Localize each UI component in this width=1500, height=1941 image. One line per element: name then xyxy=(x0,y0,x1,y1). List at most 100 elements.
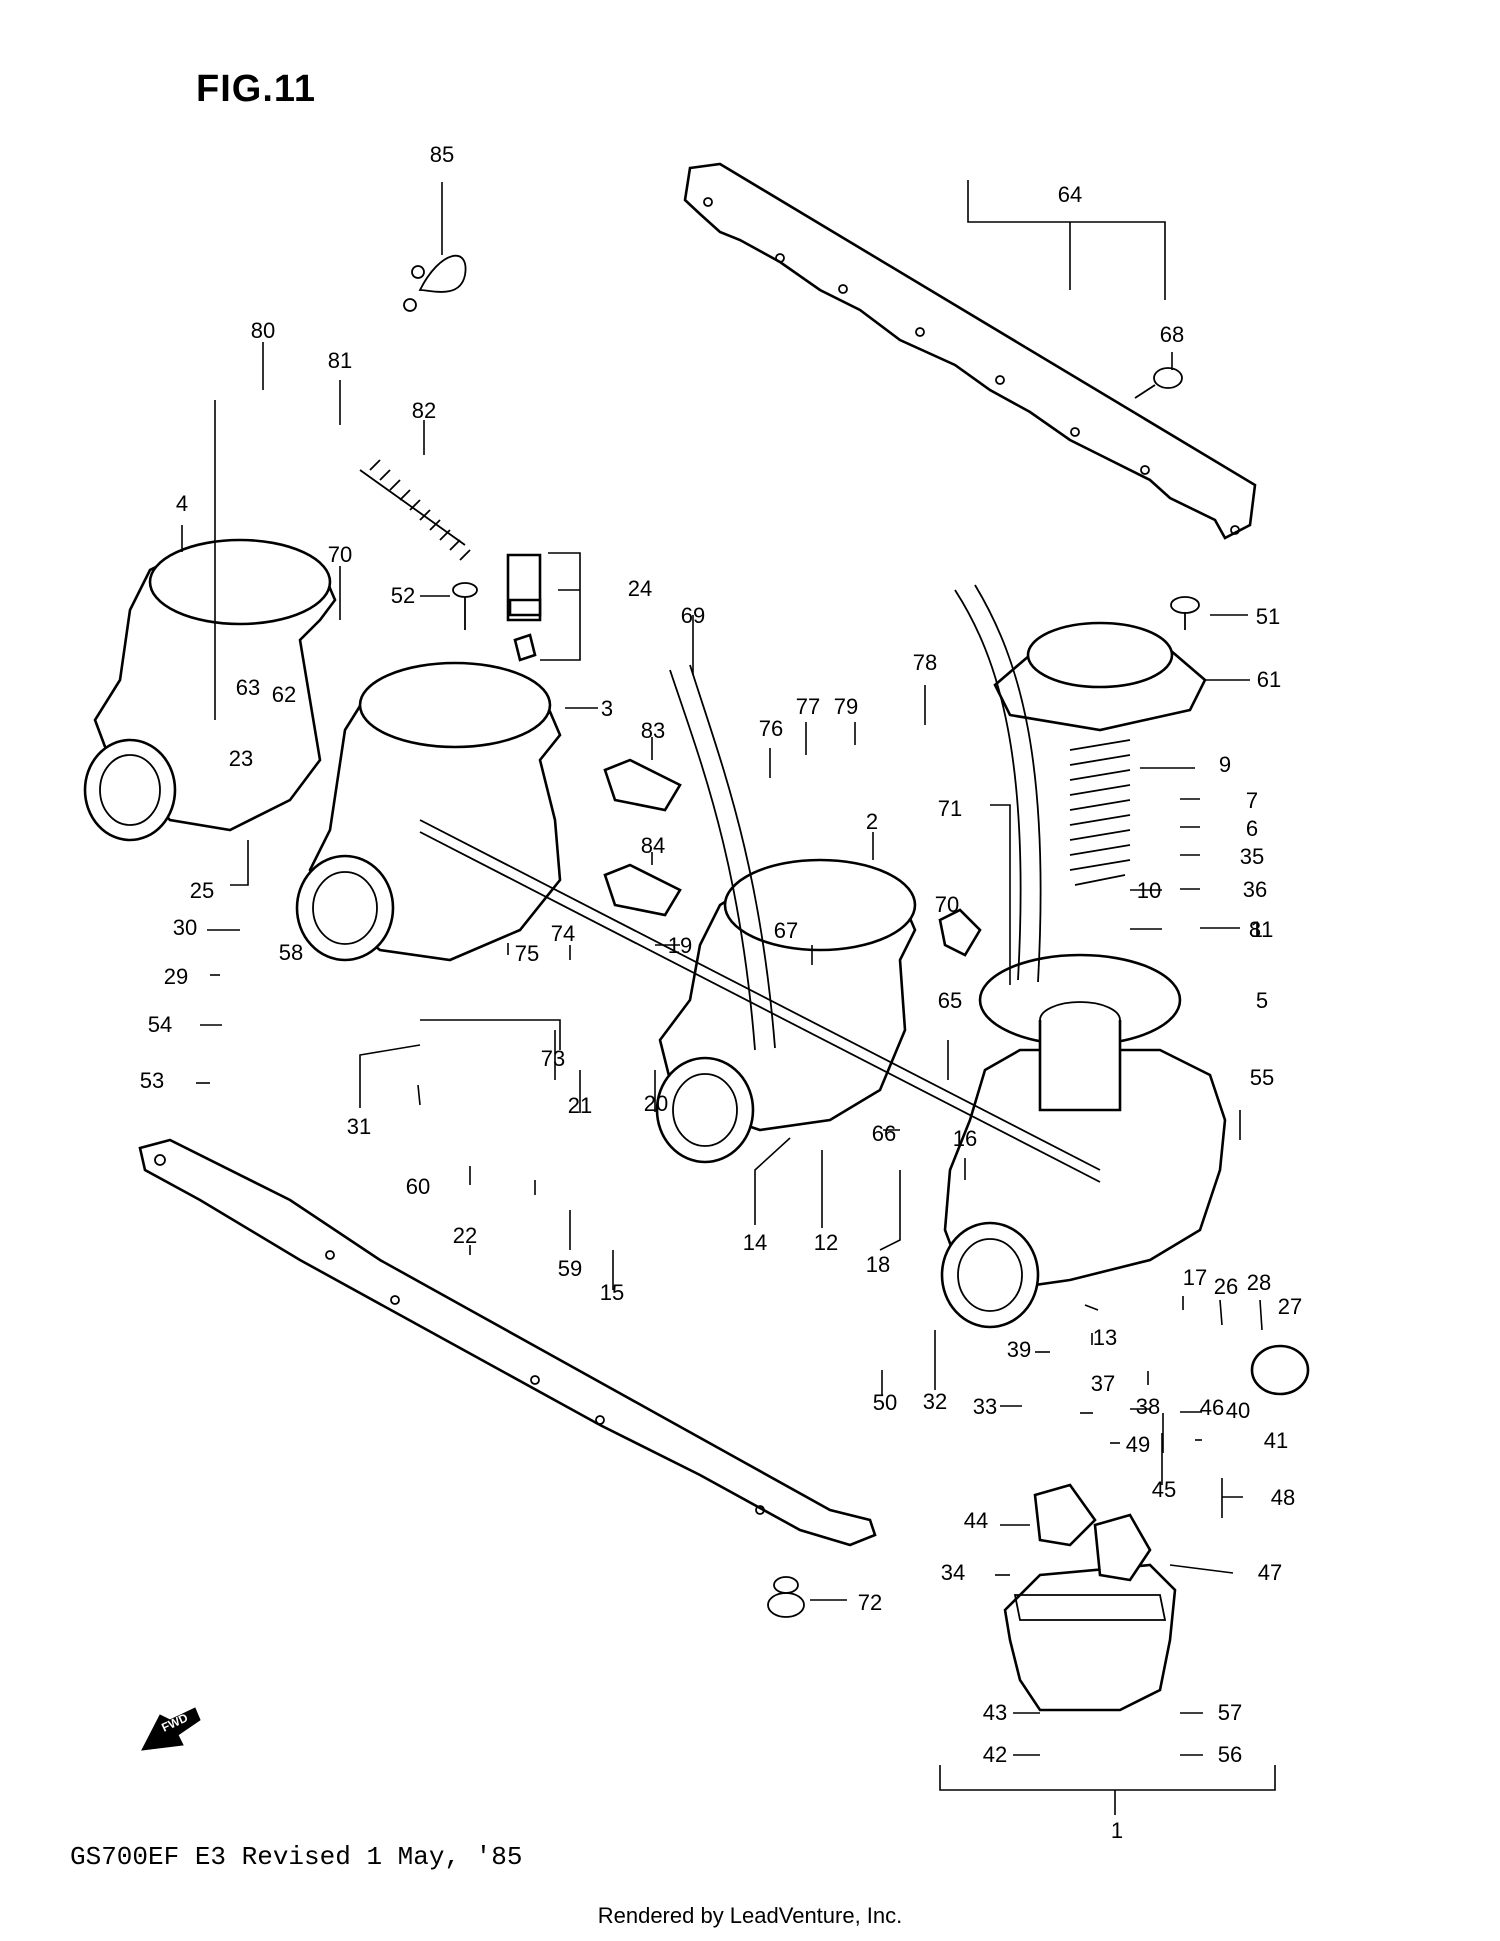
callout-81: 81 xyxy=(328,348,352,373)
callout-40: 40 xyxy=(1226,1398,1250,1423)
callout-35: 35 xyxy=(1240,844,1264,869)
callout-34: 34 xyxy=(941,1560,965,1585)
callout-44: 44 xyxy=(964,1508,988,1533)
hose-71 xyxy=(954,584,1042,983)
callout-50: 50 xyxy=(873,1390,897,1415)
callout-38: 38 xyxy=(1136,1394,1160,1419)
callout-30: 30 xyxy=(173,915,197,940)
callout-61: 61 xyxy=(1257,667,1281,692)
float-44 xyxy=(1033,1483,1152,1582)
screw-72 xyxy=(767,1576,805,1618)
callout-64: 64 xyxy=(1058,182,1082,207)
callout-14: 14 xyxy=(743,1230,767,1255)
callout-11: 11 xyxy=(1251,917,1274,942)
carburetor-3 xyxy=(295,661,562,962)
callout-57: 57 xyxy=(1218,1700,1242,1725)
callout-65: 65 xyxy=(938,988,962,1013)
throttle-shaft xyxy=(419,819,1101,1183)
callout-74: 74 xyxy=(551,921,575,946)
callout-52: 52 xyxy=(391,583,415,608)
carburetor-4 xyxy=(83,538,337,842)
hose-69 xyxy=(669,664,776,1051)
callout-32: 32 xyxy=(923,1389,947,1414)
callout-62: 62 xyxy=(272,682,296,707)
cap-13 xyxy=(1250,1344,1310,1396)
callout-3: 3 xyxy=(601,696,613,721)
callout-56: 56 xyxy=(1218,1742,1242,1767)
callout-83: 83 xyxy=(641,718,665,743)
callout-54: 54 xyxy=(148,1012,172,1037)
callout-80: 80 xyxy=(251,318,275,343)
spring-9 xyxy=(1069,739,1131,886)
callout-85: 85 xyxy=(430,142,454,167)
callout-1: 1 xyxy=(1111,1818,1123,1843)
callout-51: 51 xyxy=(1256,604,1280,629)
callout-55: 55 xyxy=(1250,1065,1274,1090)
callout-33: 33 xyxy=(973,1394,997,1419)
callout-70: 70 xyxy=(935,892,959,917)
callout-82: 82 xyxy=(412,398,436,423)
callout-78: 78 xyxy=(913,650,937,675)
screw-52 xyxy=(452,582,478,630)
callout-58: 58 xyxy=(279,940,303,965)
callout-6: 6 xyxy=(1246,816,1258,841)
leader-lines xyxy=(181,180,1276,1815)
callout-5: 5 xyxy=(1256,988,1268,1013)
callout-7: 7 xyxy=(1246,788,1258,813)
callout-63: 63 xyxy=(236,675,260,700)
bottom-mounting-plate xyxy=(138,1138,877,1547)
model-revision-note: GS700EF E3 Revised 1 May, '85 xyxy=(70,1842,523,1872)
callout-60: 60 xyxy=(406,1174,430,1199)
bushing-84 xyxy=(603,863,682,917)
callout-46: 46 xyxy=(1200,1395,1224,1420)
callout-9: 9 xyxy=(1219,752,1231,777)
fwd-arrow: FWD xyxy=(141,1707,201,1751)
callout-25: 25 xyxy=(190,878,214,903)
callout-13: 13 xyxy=(1093,1325,1117,1350)
spring-82 xyxy=(359,459,471,561)
callout-22: 22 xyxy=(453,1223,477,1248)
callout-48: 48 xyxy=(1271,1485,1295,1510)
carburetor-2 xyxy=(655,858,917,1164)
callout-23: 23 xyxy=(229,746,253,771)
render-credit: Rendered by LeadVenture, Inc. xyxy=(597,1903,903,1928)
clip-85 xyxy=(403,254,467,312)
callout-43: 43 xyxy=(983,1700,1007,1725)
callout-10: 10 xyxy=(1137,878,1161,903)
callout-71: 71 xyxy=(938,796,962,821)
standoff-24 xyxy=(506,553,542,662)
top-cap-61 xyxy=(993,621,1207,732)
figure-title: FIG.11 xyxy=(196,68,317,110)
callout-72: 72 xyxy=(858,1590,882,1615)
callout-28: 28 xyxy=(1247,1270,1271,1295)
callout-21: 21 xyxy=(568,1093,592,1118)
callout-75: 75 xyxy=(515,941,539,966)
callout-16: 16 xyxy=(953,1126,977,1151)
callout-24: 24 xyxy=(628,576,652,601)
float-bowl-34 xyxy=(1003,1563,1177,1712)
callout-15: 15 xyxy=(600,1280,624,1305)
callout-70: 70 xyxy=(328,542,352,567)
callout-19: 19 xyxy=(668,933,692,958)
callout-49: 49 xyxy=(1126,1432,1150,1457)
callout-53: 53 xyxy=(140,1068,164,1093)
callout-69: 69 xyxy=(681,603,705,628)
callout-67: 67 xyxy=(774,918,798,943)
callout-45: 45 xyxy=(1152,1477,1176,1502)
callout-66: 66 xyxy=(872,1121,896,1146)
callout-59: 59 xyxy=(558,1256,582,1281)
callout-47: 47 xyxy=(1258,1560,1282,1585)
callout-68: 68 xyxy=(1160,322,1184,347)
callout-26: 26 xyxy=(1214,1274,1238,1299)
callout-18: 18 xyxy=(866,1252,890,1277)
callout-73: 73 xyxy=(541,1046,565,1071)
callout-27: 27 xyxy=(1278,1294,1302,1319)
callout-36: 36 xyxy=(1243,877,1267,902)
top-mounting-plate xyxy=(683,162,1257,540)
callout-17: 17 xyxy=(1183,1265,1207,1290)
callout-20: 20 xyxy=(644,1091,668,1116)
screw-68 xyxy=(1134,367,1183,399)
callout-41: 41 xyxy=(1264,1428,1288,1453)
